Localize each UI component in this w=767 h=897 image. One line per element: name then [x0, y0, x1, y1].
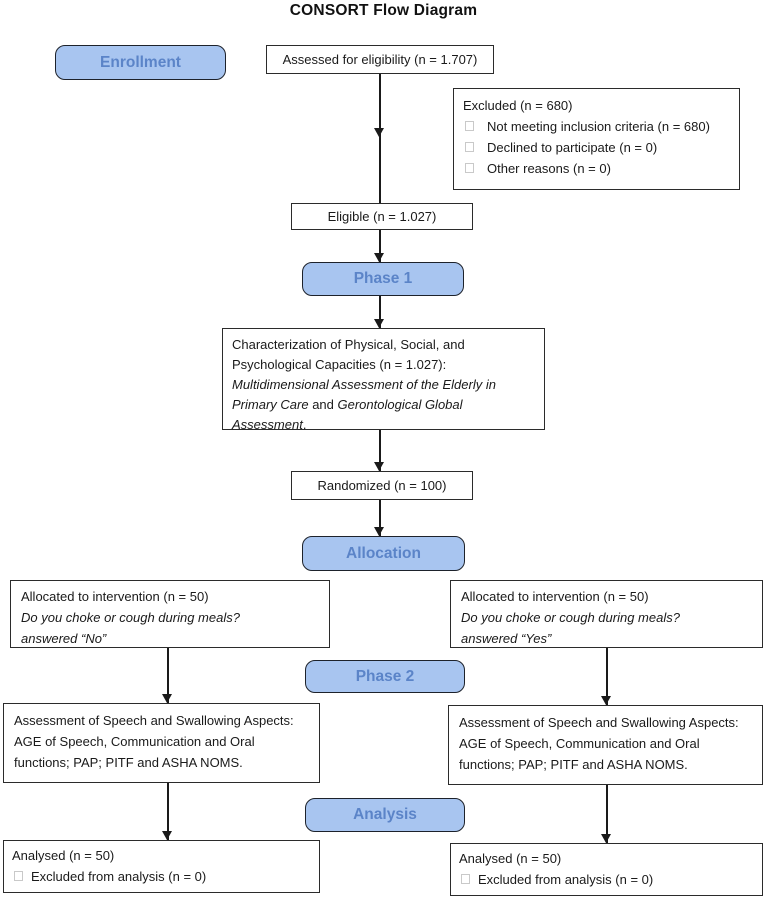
arrowhead-down-icon [162, 831, 172, 840]
bullet-square-icon [461, 874, 470, 884]
bullet-square-icon [465, 163, 474, 173]
connector-line [379, 74, 381, 203]
allocated-right-line3: answered “Yes” [461, 628, 752, 649]
characterization-italic-text-2: Gerontological Global Assessment [232, 397, 463, 432]
allocated-right-answer-prefix: answered [461, 631, 521, 646]
enrollment-stage-label: Enrollment [100, 53, 181, 71]
arrowhead-down-icon [374, 527, 384, 536]
enrollment-stage-pill: Enrollment [55, 45, 226, 80]
allocated-right-answer: “Yes” [520, 631, 552, 646]
excluded-heading: Excluded (n = 680) [463, 98, 573, 113]
bullet-square-icon [465, 142, 474, 152]
analysis-stage-pill: Analysis [305, 798, 465, 832]
analysed-right-excluded-item: Excluded from analysis (n = 0) [459, 869, 754, 890]
allocated-left-line3: answered “No” [21, 628, 319, 649]
eligible-box: Eligible (n = 1.027) [291, 203, 473, 230]
phase2-stage-label: Phase 2 [355, 667, 415, 685]
randomized-text: Randomized (n = 100) [317, 477, 447, 493]
eligible-text: Eligible (n = 1.027) [327, 208, 437, 224]
characterization-italic-text-1: Multidimensional Assessment of the Elder… [232, 377, 496, 412]
assessment-right-text: Assessment of Speech and Swallowing Aspe… [459, 715, 739, 772]
assessment-left-text: Assessment of Speech and Swallowing Aspe… [14, 713, 294, 770]
allocated-left-line2: Do you choke or cough during meals? [21, 610, 240, 625]
allocated-left-answer-prefix: answered [21, 631, 81, 646]
connector-line [167, 783, 169, 840]
connector-line [379, 500, 381, 536]
excluded-item: Other reasons (n = 0) [463, 158, 730, 179]
bullet-square-icon [14, 871, 23, 881]
assessment-left-box: Assessment of Speech and Swallowing Aspe… [3, 703, 320, 783]
arrowhead-down-icon [374, 462, 384, 471]
diagram-title: CONSORT Flow Diagram [289, 2, 478, 19]
allocated-left-box: Allocated to intervention (n = 50) Do yo… [10, 580, 330, 648]
analysed-right-box: Analysed (n = 50) Excluded from analysis… [450, 843, 763, 896]
excluded-box: Excluded (n = 680) Not meeting inclusion… [453, 88, 740, 190]
allocated-left-line1: Allocated to intervention (n = 50) [21, 589, 209, 604]
arrowhead-down-icon [374, 319, 384, 328]
characterization-regular-text: Characterization of Physical, Social, an… [232, 337, 465, 372]
allocated-right-line2: Do you choke or cough during meals? [461, 610, 680, 625]
excluded-item: Not meeting inclusion criteria (n = 680) [463, 116, 730, 137]
analysed-left-box: Analysed (n = 50) Excluded from analysis… [3, 840, 320, 893]
arrowhead-down-icon [162, 694, 172, 703]
allocated-left-answer: “No” [80, 631, 107, 646]
arrowhead-down-icon [601, 696, 611, 705]
phase2-stage-pill: Phase 2 [305, 660, 465, 693]
analysed-left-excluded-text: Excluded from analysis (n = 0) [31, 869, 207, 884]
arrowhead-down-icon [374, 128, 384, 137]
excluded-item-text: Declined to participate (n = 0) [487, 140, 658, 155]
allocation-stage-pill: Allocation [302, 536, 465, 571]
randomized-box: Randomized (n = 100) [291, 471, 473, 500]
excluded-item-text: Other reasons (n = 0) [487, 161, 611, 176]
connector-line [379, 430, 381, 471]
allocation-stage-label: Allocation [346, 544, 421, 562]
connector-line [379, 296, 381, 328]
connector-line [606, 785, 608, 843]
analysed-left-text: Analysed (n = 50) [12, 848, 115, 863]
assessment-right-box: Assessment of Speech and Swallowing Aspe… [448, 705, 763, 785]
phase1-stage-label: Phase 1 [353, 270, 413, 287]
phase1-stage-pill: Phase 1 [302, 262, 464, 296]
allocated-right-line1: Allocated to intervention (n = 50) [461, 589, 649, 604]
characterization-box: Characterization of Physical, Social, an… [222, 328, 545, 432]
assessed-eligibility-box: Assessed for eligibility (n = 1.707) [266, 45, 494, 74]
arrowhead-down-icon [374, 253, 384, 262]
characterization-period: . [302, 417, 307, 432]
analysed-left-excluded-item: Excluded from analysis (n = 0) [12, 866, 311, 887]
connector-line [606, 648, 608, 705]
assessed-eligibility-text: Assessed for eligibility (n = 1.707) [282, 51, 478, 67]
connector-line [379, 230, 381, 262]
analysed-right-text: Analysed (n = 50) [459, 851, 562, 866]
connector-line [167, 648, 169, 703]
allocated-right-box: Allocated to intervention (n = 50) Do yo… [450, 580, 763, 648]
excluded-item-text: Not meeting inclusion criteria (n = 680) [487, 119, 710, 134]
arrowhead-down-icon [601, 834, 611, 843]
analysed-right-excluded-text: Excluded from analysis (n = 0) [478, 872, 654, 887]
analysis-stage-label: Analysis [353, 806, 417, 823]
bullet-square-icon [465, 121, 474, 131]
excluded-item: Declined to participate (n = 0) [463, 137, 730, 158]
characterization-conjunction: and [308, 397, 338, 412]
